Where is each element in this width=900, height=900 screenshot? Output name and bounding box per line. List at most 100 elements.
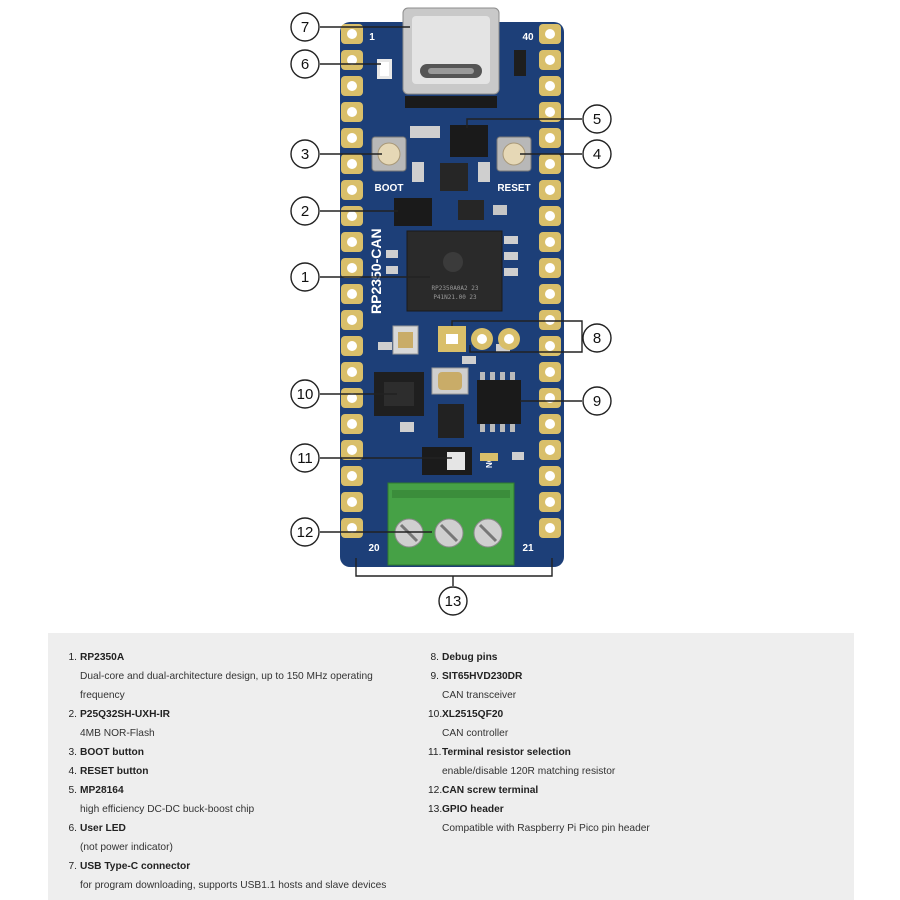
legend-item: 4.RESET button: [66, 762, 426, 781]
terminal-resistor-switch: [422, 447, 472, 475]
legend-number: 10.: [428, 709, 443, 720]
gpio-pad-hole: [347, 367, 357, 377]
mp28164-chip: [450, 125, 488, 157]
legend-item: 7.USB Type-C connector for program downlo…: [66, 857, 426, 895]
usb-type-c-connector: [402, 7, 500, 95]
leader-lines: [320, 26, 584, 586]
board-name-silk: RP2350-CAN: [368, 228, 384, 314]
svg-text:1: 1: [301, 269, 309, 286]
pin-21-label: 21: [522, 543, 534, 554]
callout-4: 4: [582, 139, 612, 169]
callout-2: 2: [290, 196, 320, 226]
svg-text:7: 7: [301, 19, 309, 36]
callout-1: 1: [290, 262, 320, 292]
legend-title: Debug pins: [442, 652, 498, 663]
gpio-pad-hole: [545, 55, 555, 65]
svg-text:10: 10: [297, 386, 314, 403]
legend-title: BOOT button: [80, 747, 144, 758]
svg-text:3: 3: [301, 146, 309, 163]
gpio-pad-hole: [545, 341, 555, 351]
gpio-pad-hole: [347, 341, 357, 351]
legend-title: GPIO header: [442, 804, 504, 815]
gpio-pad-hole: [347, 263, 357, 273]
callout-12: 12: [290, 517, 320, 547]
flash-chip: [394, 198, 432, 226]
can-screw-terminal: [387, 482, 515, 566]
svg-text:12: 12: [297, 524, 314, 541]
callout-13: 13: [438, 586, 468, 616]
legend-number: 11.: [428, 747, 442, 758]
gpio-pad-hole: [347, 419, 357, 429]
legend-description: CAN controller: [442, 728, 509, 739]
gpio-pad-hole: [545, 211, 555, 221]
gpio-pad-hole: [347, 211, 357, 221]
gpio-pad-hole: [545, 133, 555, 143]
pin-20-label: 20: [368, 543, 380, 554]
reset-silk-label: RESET: [497, 183, 530, 194]
svg-text:9: 9: [593, 393, 601, 410]
gpio-pad-hole: [545, 81, 555, 91]
callout-11: 11: [290, 443, 320, 473]
legend-title: Terminal resistor selection: [442, 747, 571, 758]
gpio-pad-hole: [545, 159, 555, 169]
legend-description: high efficiency DC-DC buck-boost chip: [80, 804, 255, 815]
gpio-pad-hole: [545, 497, 555, 507]
gpio-pad-hole: [347, 107, 357, 117]
user-led: [377, 59, 392, 79]
gpio-pad-hole: [347, 445, 357, 455]
gpio-pad-hole: [545, 185, 555, 195]
gpio-pad-hole: [347, 185, 357, 195]
callout-5: 5: [582, 104, 612, 134]
legend-number: 2.: [68, 709, 78, 720]
svg-text:5: 5: [593, 111, 601, 128]
gpio-pad-hole: [347, 289, 357, 299]
legend-description: Dual-core and dual-architecture design, …: [80, 671, 373, 682]
callout-9: 9: [582, 386, 612, 416]
callout-8: 8: [582, 323, 612, 353]
callout-3: 3: [290, 139, 320, 169]
board-figure: BOOT RESET RP2350A0A2 23 P41N21.00 23 RP…: [290, 7, 612, 616]
svg-text:4: 4: [593, 146, 601, 163]
boot-silk-label: BOOT: [375, 183, 404, 194]
rp2350a-chip: RP2350A0A2 23 P41N21.00 23: [406, 230, 503, 312]
legend-number: 4.: [68, 766, 78, 777]
mcu-marking-1: RP2350A0A2 23: [432, 285, 479, 292]
legend-item: 8.Debug pins: [428, 648, 838, 667]
pin-40-label: 40: [522, 32, 534, 43]
callout-10: 10: [290, 379, 320, 409]
gpio-pad-hole: [347, 29, 357, 39]
callout-7: 7: [290, 12, 320, 42]
legend-description: 4MB NOR-Flash: [80, 728, 155, 739]
legend-item: 6.User LED(not power indicator): [66, 819, 426, 857]
legend-number: 13.: [428, 804, 443, 815]
legend-number: 7.: [68, 861, 78, 872]
legend-number: 5.: [68, 785, 78, 796]
gpio-pad-hole: [545, 29, 555, 39]
callout-6: 6: [290, 49, 320, 79]
debug-pins: [438, 326, 520, 352]
legend-title: P25Q32SH-UXH-IR: [80, 709, 171, 720]
legend-number: 9.: [430, 671, 440, 682]
reset-button: [496, 136, 532, 172]
legend-title: USB Type-C connector: [80, 861, 191, 872]
gpio-pad-hole: [347, 497, 357, 507]
gpio-pad-hole: [347, 393, 357, 403]
legend-number: 3.: [68, 747, 78, 758]
mcu-marking-2: P41N21.00 23: [433, 294, 477, 301]
gpio-pad-hole: [545, 289, 555, 299]
gpio-pad-hole: [545, 107, 555, 117]
legend-title: XL2515QF20: [442, 709, 504, 720]
gpio-pads: [341, 24, 561, 538]
svg-text:2: 2: [301, 203, 309, 220]
legend-description: for program downloading, supports USB1.1…: [80, 880, 387, 891]
legend-number: 6.: [68, 823, 78, 834]
legend-title: RESET button: [80, 766, 149, 777]
svg-text:13: 13: [445, 593, 462, 610]
